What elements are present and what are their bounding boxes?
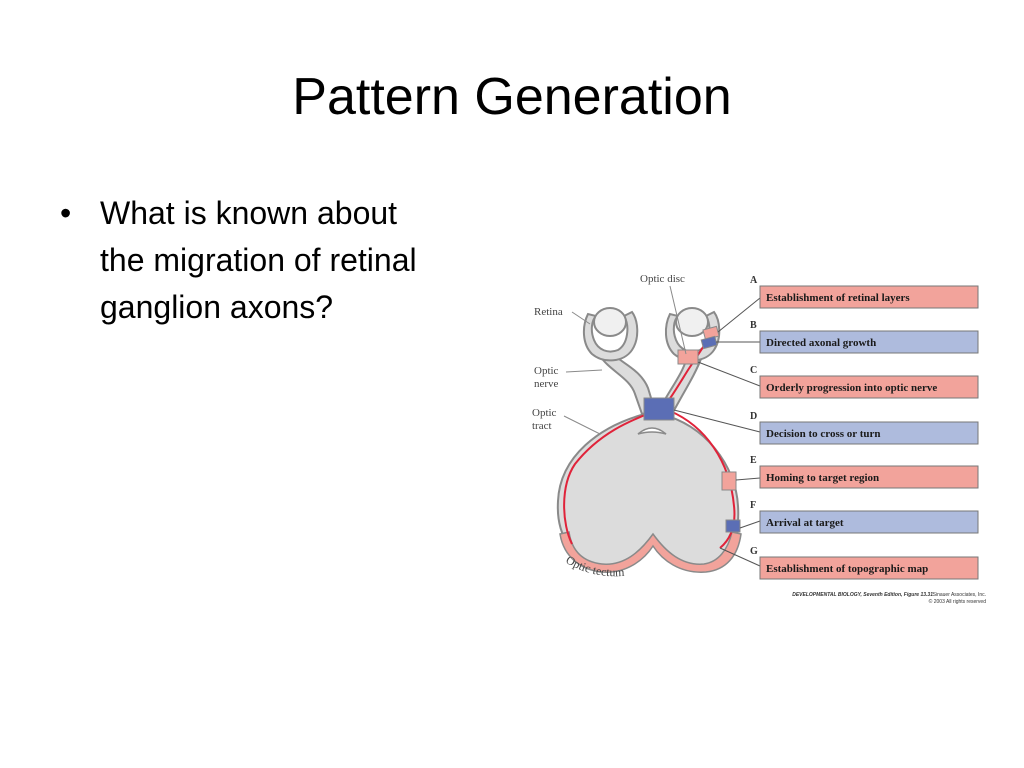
bullet-line-1: What is known about bbox=[100, 195, 398, 231]
step-leader-lines bbox=[673, 297, 761, 567]
label-optic-nerve-2: nerve bbox=[534, 378, 559, 390]
step-letter-d: D bbox=[750, 411, 757, 422]
leader-optic-disc bbox=[669, 285, 687, 355]
marker-d-shape bbox=[643, 397, 675, 421]
slide-title: Pattern Generation bbox=[292, 68, 732, 126]
label-optic-tract-1: Optic bbox=[532, 407, 557, 419]
step-label-b: Directed axonal growth bbox=[766, 337, 876, 349]
step-label-c: Orderly progression into optic nerve bbox=[766, 382, 937, 394]
label-optic-tract-2: tract bbox=[532, 420, 552, 432]
credit-line-2: © 2003 All rights reserved bbox=[929, 598, 987, 605]
leader-retina bbox=[571, 311, 591, 325]
leader-optic-tract bbox=[563, 415, 601, 435]
retinotectal-diagram: Retina Optic disc Optic nerve Optic trac… bbox=[520, 266, 990, 614]
step-label-e: Homing to target region bbox=[766, 472, 879, 484]
bullet-list: • What is known about the migration of r… bbox=[60, 190, 500, 331]
marker-b-shape bbox=[700, 335, 718, 350]
step-box-d bbox=[759, 421, 979, 445]
credit-line-1a: DEVELOPMENTAL BIOLOGY, Seventh Edition, … bbox=[792, 592, 933, 598]
step-letter-c: C bbox=[750, 365, 757, 376]
marker-c-shape bbox=[677, 349, 699, 365]
marker-f-shape bbox=[725, 519, 741, 533]
step-label-f: Arrival at target bbox=[766, 517, 844, 529]
step-box-f bbox=[759, 510, 979, 534]
left-lens-shape bbox=[593, 307, 627, 337]
diagram-svg: Retina Optic disc Optic nerve Optic trac… bbox=[532, 273, 987, 605]
step-label-g: Establishment of topographic map bbox=[766, 563, 928, 575]
credit-line-1b: Sinauer Associates, Inc. bbox=[933, 592, 986, 598]
chiasm-notch-shape bbox=[637, 427, 667, 435]
step-box-b bbox=[759, 330, 979, 354]
marker-e-shape bbox=[721, 471, 737, 491]
step-box-g bbox=[759, 556, 979, 580]
step-label-d: Decision to cross or turn bbox=[766, 428, 880, 440]
step-letter-f: F bbox=[750, 500, 756, 511]
bullet-line-2: the migration of retinal bbox=[100, 242, 417, 278]
step-box-a bbox=[759, 285, 979, 309]
step-letter-g: G bbox=[750, 546, 758, 557]
right-lens-shape bbox=[675, 307, 709, 337]
bullet-item: • What is known about the migration of r… bbox=[60, 190, 500, 331]
step-letter-a: A bbox=[750, 275, 758, 286]
axon-path-right-shape bbox=[669, 410, 736, 549]
leader-optic-nerve bbox=[565, 369, 603, 373]
step-label-a: Establishment of retinal layers bbox=[766, 292, 910, 304]
bullet-dot-icon: • bbox=[60, 195, 72, 231]
step-letter-b: B bbox=[750, 320, 757, 331]
label-optic-disc: Optic disc bbox=[640, 273, 685, 285]
step-box-c bbox=[759, 375, 979, 399]
label-optic-nerve-1: Optic bbox=[534, 365, 559, 377]
step-letter-e: E bbox=[750, 455, 757, 466]
step-box-e bbox=[759, 465, 979, 489]
label-retina: Retina bbox=[534, 306, 563, 318]
bullet-line-3: ganglion axons? bbox=[100, 289, 334, 325]
